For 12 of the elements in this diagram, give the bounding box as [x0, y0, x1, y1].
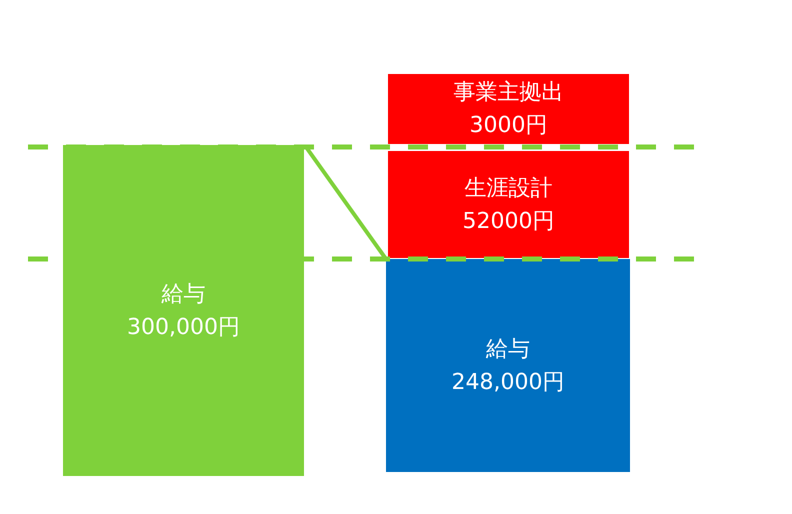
amount-block — [388, 151, 629, 258]
item-label: 給与 — [486, 336, 530, 364]
item-label: 給与 — [162, 280, 206, 308]
amount-block — [63, 145, 304, 476]
amount-label: 3000円 — [470, 112, 548, 140]
amount-label: 300,000円 — [127, 314, 240, 342]
item-label: 生涯設計 — [464, 174, 552, 202]
amount-label: 248,000円 — [452, 368, 564, 396]
amount-block — [388, 74, 629, 144]
amount-label: 52000円 — [462, 208, 554, 236]
item-label: 事業主拠出 — [454, 79, 564, 107]
amount-block — [386, 259, 630, 472]
